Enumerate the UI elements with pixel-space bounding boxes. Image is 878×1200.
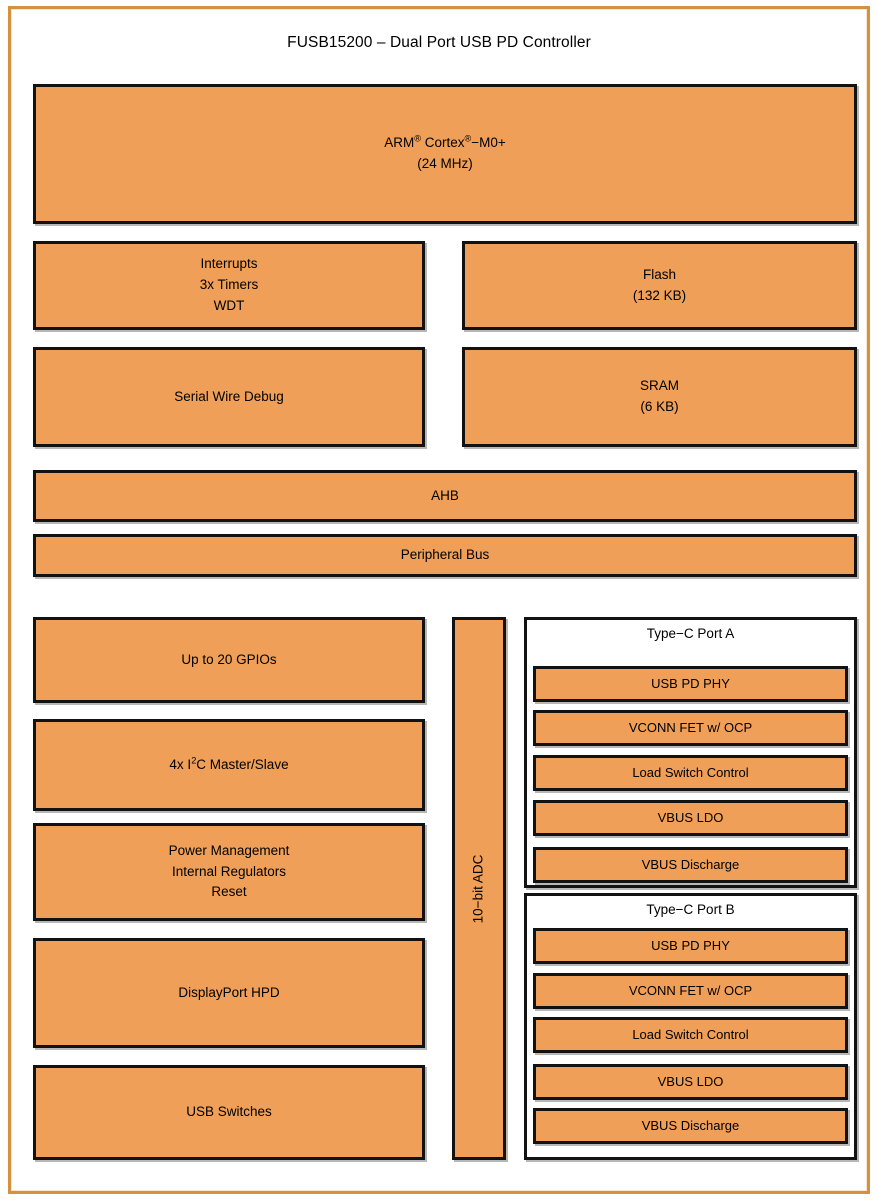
block-port-b-load-switch-control: Load Switch Control [533,1017,848,1053]
block-interrupts-timers-wdt: Interrupts 3x Timers WDT [33,241,425,330]
usb-switches-label: USB Switches [186,1104,272,1120]
port-b-usb-pd-phy-label: USB PD PHY [651,937,730,953]
sram-line-1: SRAM [639,378,679,394]
block-10-bit-adc: 10−bit ADC [452,617,506,1160]
block-port-a-vbus-ldo: VBUS LDO [533,800,848,836]
cpu-line-2: (24 MHz) [417,156,473,171]
block-port-a-usb-pd-phy: USB PD PHY [533,666,848,702]
adc-label: 10−bit ADC [470,854,486,923]
block-serial-wire-debug: Serial Wire Debug [33,347,425,447]
port-a-vbus-discharge-label: VBUS Discharge [641,856,740,872]
type-c-port-a-title: Type−C Port A [646,626,735,641]
ahb-label: AHB [431,487,459,503]
gpios-label: Up to 20 GPIOs [181,651,277,667]
block-i2c-master-slave: 4x I2C Master/Slave [33,719,425,811]
block-flash: Flash (132 KB) [462,241,857,330]
power-line-3: Reset [211,884,247,900]
type-c-port-b-title: Type−C Port B [646,902,735,917]
power-line-1: Power Management [168,842,290,858]
block-port-a-load-switch-control: Load Switch Control [533,755,848,791]
block-arm-cortex-m0: ARM® Cortex®−M0+ (24 MHz) [33,84,857,224]
flash-line-1: Flash [642,266,676,282]
port-a-load-switch-control-label: Load Switch Control [632,764,749,780]
block-displayport-hpd: DisplayPort HPD [33,938,425,1048]
block-peripheral-bus: Peripheral Bus [33,534,857,577]
i2c-label: 4x I2C Master/Slave [169,755,289,772]
block-port-b-usb-pd-phy: USB PD PHY [533,928,848,964]
block-port-b-vconn-fet: VCONN FET w/ OCP [533,973,848,1009]
flash-line-2: (132 KB) [632,287,687,303]
block-port-b-vbus-ldo: VBUS LDO [533,1064,848,1100]
interrupts-line-1: Interrupts [200,256,258,272]
sram-line-2: (6 KB) [640,399,679,414]
port-b-vbus-ldo-label: VBUS LDO [657,1073,724,1089]
block-sram: SRAM (6 KB) [462,347,857,447]
cpu-line-1: ARM® Cortex®−M0+ [384,133,506,151]
swd-label: Serial Wire Debug [174,388,284,404]
block-port-a-vbus-discharge: VBUS Discharge [533,847,848,883]
block-usb-switches: USB Switches [33,1065,425,1160]
port-a-vconn-fet-label: VCONN FET w/ OCP [628,719,753,735]
peripheral-bus-label: Peripheral Bus [400,547,490,563]
port-b-load-switch-control-label: Load Switch Control [632,1026,749,1042]
block-port-a-vconn-fet: VCONN FET w/ OCP [533,710,848,746]
block-ahb-bus: AHB [33,470,857,522]
page-title: FUSB15200 – Dual Port USB PD Controller [287,34,591,51]
block-port-b-vbus-discharge: VBUS Discharge [533,1108,848,1144]
block-gpios: Up to 20 GPIOs [33,617,425,703]
port-a-vbus-ldo-label: VBUS LDO [657,809,724,825]
interrupts-line-3: WDT [213,297,245,313]
power-line-2: Internal Regulators [171,863,287,879]
group-type-c-port-a: Type−C Port A [524,617,857,888]
block-power-management: Power Management Internal Regulators Res… [33,823,425,921]
port-b-vbus-discharge-label: VBUS Discharge [641,1117,740,1133]
displayport-hpd-label: DisplayPort HPD [178,984,280,1000]
port-a-usb-pd-phy-label: USB PD PHY [651,675,730,691]
port-b-vconn-fet-label: VCONN FET w/ OCP [628,982,753,998]
interrupts-line-2: 3x Timers [199,277,259,293]
